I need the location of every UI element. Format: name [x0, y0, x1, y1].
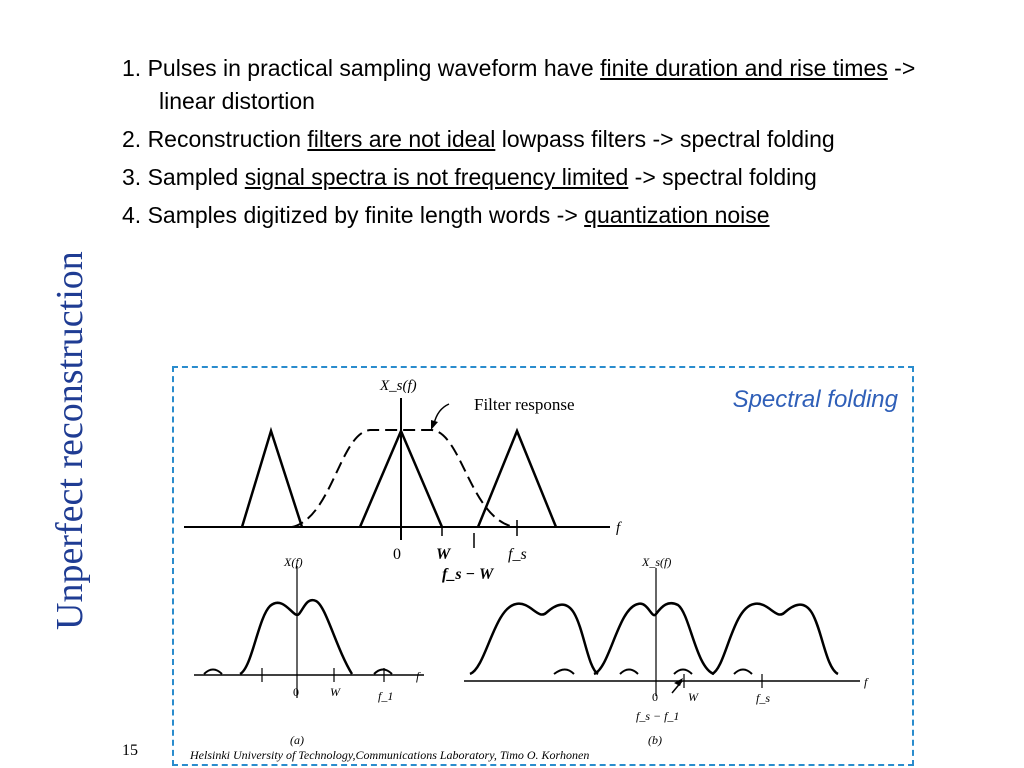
bullet-4: 4. Samples digitized by finite length wo… [122, 199, 962, 232]
a-left-sidelobe [203, 668, 223, 675]
a-baseband-spectrum [239, 598, 354, 676]
top-ylabel: X_s(f) [379, 378, 417, 394]
left-replica-triangle [240, 426, 304, 528]
b-tag: (b) [648, 733, 662, 747]
baseband-triangle [358, 427, 444, 528]
bullet-3: 3. Sampled signal spectra is not frequen… [122, 161, 962, 194]
a-ylabel: X(f) [283, 555, 303, 569]
bullet-3-text-b: -> spectral folding [628, 164, 817, 190]
bullet-4-text-a: 4. Samples digitized by finite length wo… [122, 202, 585, 228]
bullet-2: 2. Reconstruction filters are not ideal … [122, 123, 962, 156]
slide-number: 15 [122, 742, 138, 759]
top-fs-label: f_s [508, 546, 527, 563]
b-arrow-head [674, 678, 683, 686]
filter-response-curve [291, 429, 515, 528]
b-zero-label: 0 [652, 690, 658, 704]
slide-side-title: Unperfect reconstruction [49, 251, 91, 630]
filter-label-arrow [433, 403, 450, 425]
b-fs-label: f_s [756, 691, 770, 705]
spectrum-diagram: X_s(f) Filter response 0 W f_s f_s − W f… [184, 378, 869, 747]
a-w-label: W [330, 685, 341, 699]
a-f1-label: f_1 [378, 689, 393, 703]
filter-arrow-head [431, 420, 438, 430]
bullet-1: 1. Pulses in practical sampling waveform… [122, 52, 962, 118]
a-right-sidelobe [373, 668, 393, 675]
bullet-2-text-a: 2. Reconstruction [122, 126, 308, 152]
a-zero-label: 0 [293, 685, 299, 699]
a-f-label: f [416, 669, 421, 683]
b-f-label: f [864, 675, 869, 689]
bullet-list: 1. Pulses in practical sampling waveform… [122, 52, 962, 237]
a-tag: (a) [290, 733, 304, 747]
bullet-1-underlined: finite duration and rise times [600, 55, 888, 81]
bullet-1-text-b: -> linear distortion [159, 55, 916, 114]
figure-caption: Spectral folding [732, 386, 898, 413]
b-left-replica [469, 602, 599, 676]
b-center-replica [593, 601, 715, 676]
slide-footer: Helsinki University of Technology,Commun… [190, 748, 590, 762]
top-fs-minus-w-label: f_s − W [442, 566, 495, 583]
spectral-folding-figure: X_s(f) Filter response 0 W f_s f_s − W f… [172, 366, 914, 766]
filter-response-label: Filter response [474, 395, 575, 414]
bullet-2-text-b: lowpass filters -> spectral folding [495, 126, 835, 152]
top-w-label: W [436, 546, 452, 563]
bullet-3-text-a: 3. Sampled [122, 164, 245, 190]
bullet-4-underlined: quantization noise [584, 202, 770, 228]
bullet-1-text-a: 1. Pulses in practical sampling waveform… [122, 55, 601, 81]
b-folded-sidelobes [553, 668, 753, 675]
bullet-3-underlined: signal spectra is not frequency limited [244, 164, 629, 190]
b-w-label: W [688, 690, 699, 704]
b-fs-minus-f1-label: f_s − f_1 [636, 709, 679, 723]
top-f-label: f [616, 520, 622, 536]
b-ylabel: X_s(f) [641, 555, 671, 569]
top-zero-label: 0 [393, 546, 401, 563]
b-right-replica [711, 602, 839, 676]
bullet-2-underlined: filters are not ideal [307, 126, 496, 152]
right-replica-triangle [476, 427, 558, 528]
